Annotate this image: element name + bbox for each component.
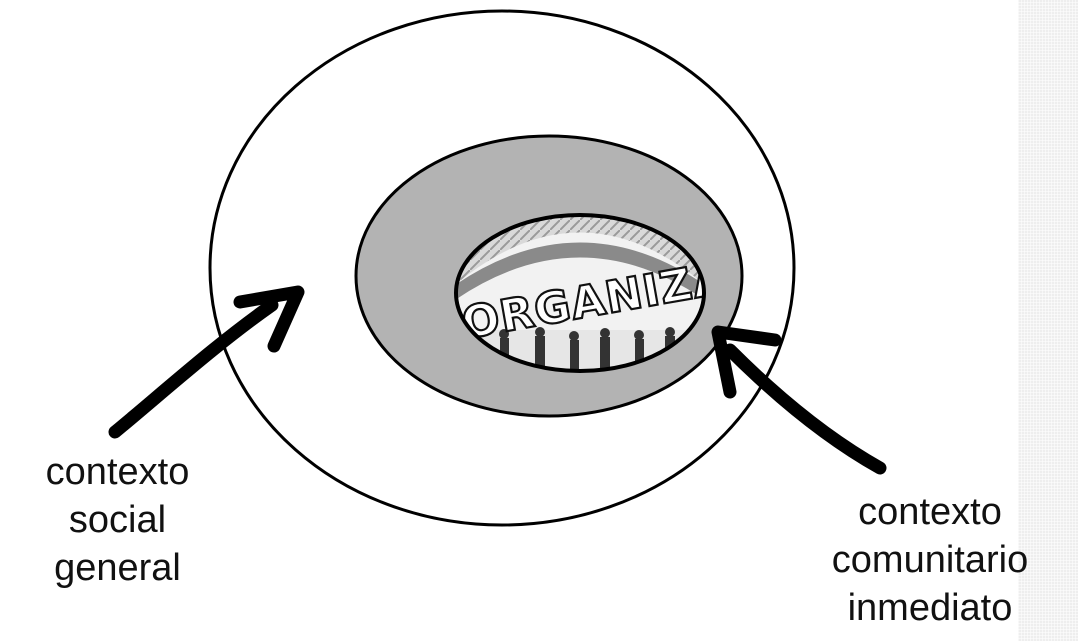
label-community-line-2: comunitario: [790, 536, 1070, 584]
label-social-context: contexto social general: [10, 448, 225, 592]
label-community-line-1: contexto: [790, 488, 1070, 536]
label-social-line-3: general: [10, 544, 225, 592]
label-social-line-1: contexto: [10, 448, 225, 496]
label-community-context: contexto comunitario inmediato: [790, 488, 1070, 632]
label-social-line-2: social: [10, 496, 225, 544]
label-community-line-3: inmediato: [790, 584, 1070, 632]
